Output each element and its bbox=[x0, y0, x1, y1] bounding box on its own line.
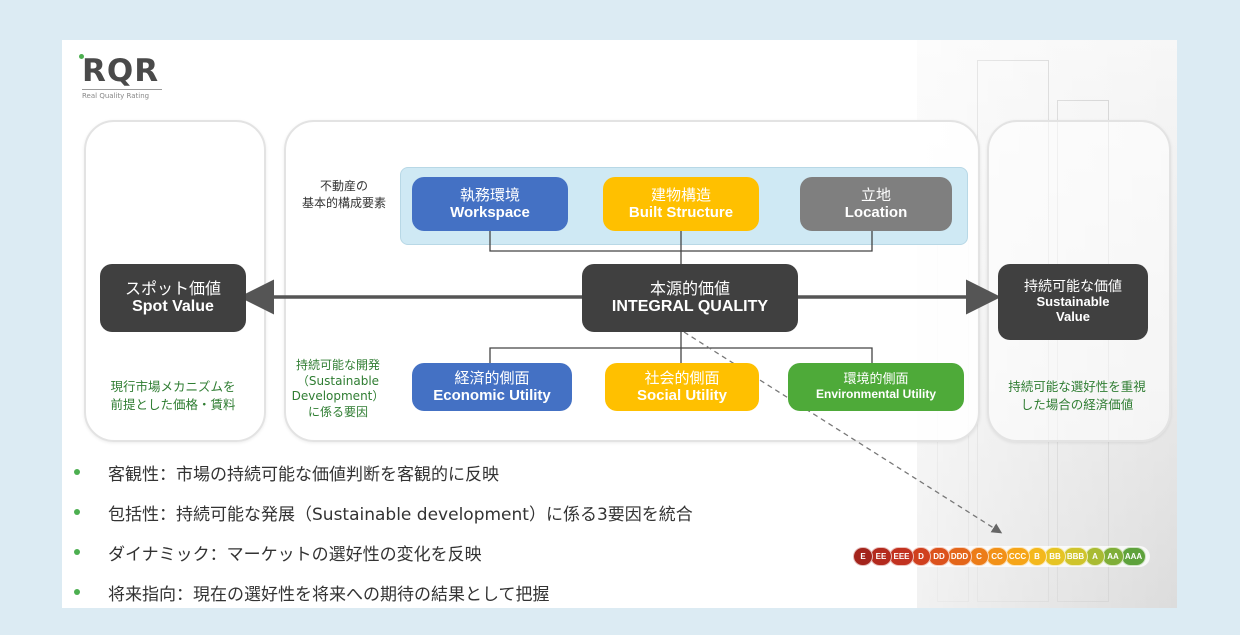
rqr-logo: RQR Real Quality Rating bbox=[79, 53, 162, 100]
label-line: 不動産の bbox=[319, 179, 368, 193]
list-item: 包括性：持続可能な発展（Sustainable development）に係る3… bbox=[74, 492, 693, 532]
box-jp: 執務環境 bbox=[459, 185, 520, 204]
list-item: 将来指向：現在の選好性を将来への期待の結果として把握 bbox=[74, 572, 693, 608]
box-en: Social Utility bbox=[636, 387, 728, 404]
spot-value-box: スポット価値 Spot Value bbox=[100, 264, 246, 332]
caption-line: 現行市場メカニズムを bbox=[110, 379, 236, 394]
label-line: 基本的構成要素 bbox=[301, 195, 386, 210]
built-structure-box: 建物構造 Built Structure bbox=[603, 177, 759, 231]
box-en: Economic Utility bbox=[433, 387, 551, 404]
rating-chip: DD bbox=[928, 547, 950, 566]
box-en: Sustainable bbox=[1036, 294, 1110, 310]
rating-chip: BBB bbox=[1063, 547, 1088, 566]
bullet-dot-icon bbox=[74, 549, 80, 555]
box-en: Value bbox=[1056, 309, 1090, 325]
list-item-text: 包括性：持続可能な発展（Sustainable development）に係る3… bbox=[108, 504, 693, 525]
box-jp: 建物構造 bbox=[650, 185, 711, 204]
list-item-text: ダイナミック：マーケットの選好性の変化を反映 bbox=[108, 544, 482, 565]
logo-mark: RQR bbox=[82, 53, 160, 89]
caption-line: した場合の経済価値 bbox=[1020, 396, 1134, 412]
rating-chip: CC bbox=[986, 547, 1008, 566]
workspace-box: 執務環境 Workspace bbox=[412, 177, 568, 231]
sustainable-development-label: 持続可能な開発 （Sustainable Development） に係る要因 bbox=[284, 358, 392, 420]
rating-chip: EEE bbox=[889, 547, 914, 566]
connector-lines bbox=[239, 231, 1003, 534]
list-item: ダイナミック：マーケットの選好性の変化を反映 bbox=[74, 532, 693, 572]
logo-dot-icon bbox=[79, 54, 84, 59]
caption-line: 前提とした価格・賃料 bbox=[110, 396, 236, 412]
box-en: Built Structure bbox=[628, 204, 734, 221]
box-en: Spot Value bbox=[132, 298, 214, 315]
bullet-dot-icon bbox=[74, 589, 80, 595]
rating-chip: BB bbox=[1044, 547, 1066, 566]
box-jp: 社会的側面 bbox=[644, 368, 720, 387]
label-line: に係る要因 bbox=[307, 404, 368, 419]
label-line: Development） bbox=[291, 389, 385, 404]
box-jp: 経済的側面 bbox=[454, 368, 530, 387]
bullet-dot-icon bbox=[74, 509, 80, 515]
box-en: INTEGRAL QUALITY bbox=[611, 298, 769, 315]
economic-utility-box: 経済的側面 Economic Utility bbox=[412, 363, 572, 411]
label-line: 持続可能な開発 bbox=[295, 358, 380, 372]
list-item: 客観性：市場の持続可能な価値判断を客観的に反映 bbox=[74, 452, 693, 492]
box-en: Workspace bbox=[450, 204, 530, 221]
sustainable-value-box: 持続可能な価値 Sustainable Value bbox=[998, 264, 1148, 340]
bullet-dot-icon bbox=[74, 469, 80, 475]
feature-list: 客観性：市場の持続可能な価値判断を客観的に反映 包括性：持続可能な発展（Sust… bbox=[74, 452, 693, 608]
box-jp: 本源的価値 bbox=[649, 278, 730, 298]
rating-chip: E bbox=[853, 547, 873, 566]
list-item-text: 客観性：市場の持続可能な価値判断を客観的に反映 bbox=[108, 464, 499, 485]
box-jp: 環境的側面 bbox=[843, 371, 909, 387]
rating-chip: A bbox=[1085, 547, 1105, 566]
box-en: Environmental Utility bbox=[815, 386, 937, 401]
caption-line: 持続可能な選好性を重視 bbox=[1008, 379, 1146, 394]
rating-chip: B bbox=[1027, 547, 1047, 566]
rating-chip: DDD bbox=[947, 547, 972, 566]
logo-tagline: Real Quality Rating bbox=[82, 92, 150, 100]
sustainable-value-caption: 持続可能な選好性を重視 した場合の経済価値 bbox=[987, 378, 1167, 413]
social-utility-box: 社会的側面 Social Utility bbox=[605, 363, 759, 411]
environmental-utility-box: 環境的側面 Environmental Utility bbox=[788, 363, 964, 411]
location-box: 立地 Location bbox=[800, 177, 952, 231]
basic-components-label: 不動産の 基本的構成要素 bbox=[284, 178, 404, 212]
rating-chip: CCC bbox=[1005, 547, 1030, 566]
box-en: Location bbox=[844, 204, 908, 221]
list-item-text: 将来指向：現在の選好性を将来への期待の結果として把握 bbox=[108, 584, 550, 605]
rating-chip: C bbox=[969, 547, 989, 566]
rating-chip: D bbox=[911, 547, 931, 566]
rating-chip: AA bbox=[1102, 547, 1124, 566]
spot-value-caption: 現行市場メカニズムを 前提とした価格・賃料 bbox=[84, 378, 262, 413]
label-line: （Sustainable bbox=[296, 373, 380, 388]
rating-chip: AAA bbox=[1121, 547, 1146, 566]
logo-divider bbox=[82, 89, 162, 90]
box-jp: 持続可能な価値 bbox=[1024, 279, 1122, 296]
rating-chip: EE bbox=[870, 547, 892, 566]
box-jp: 立地 bbox=[860, 185, 891, 204]
integral-quality-box: 本源的価値 INTEGRAL QUALITY bbox=[582, 264, 798, 332]
slide: RQR Real Quality Rating 不動産の 基本的構成要素 bbox=[62, 40, 1177, 608]
box-jp: スポット価値 bbox=[124, 278, 221, 298]
